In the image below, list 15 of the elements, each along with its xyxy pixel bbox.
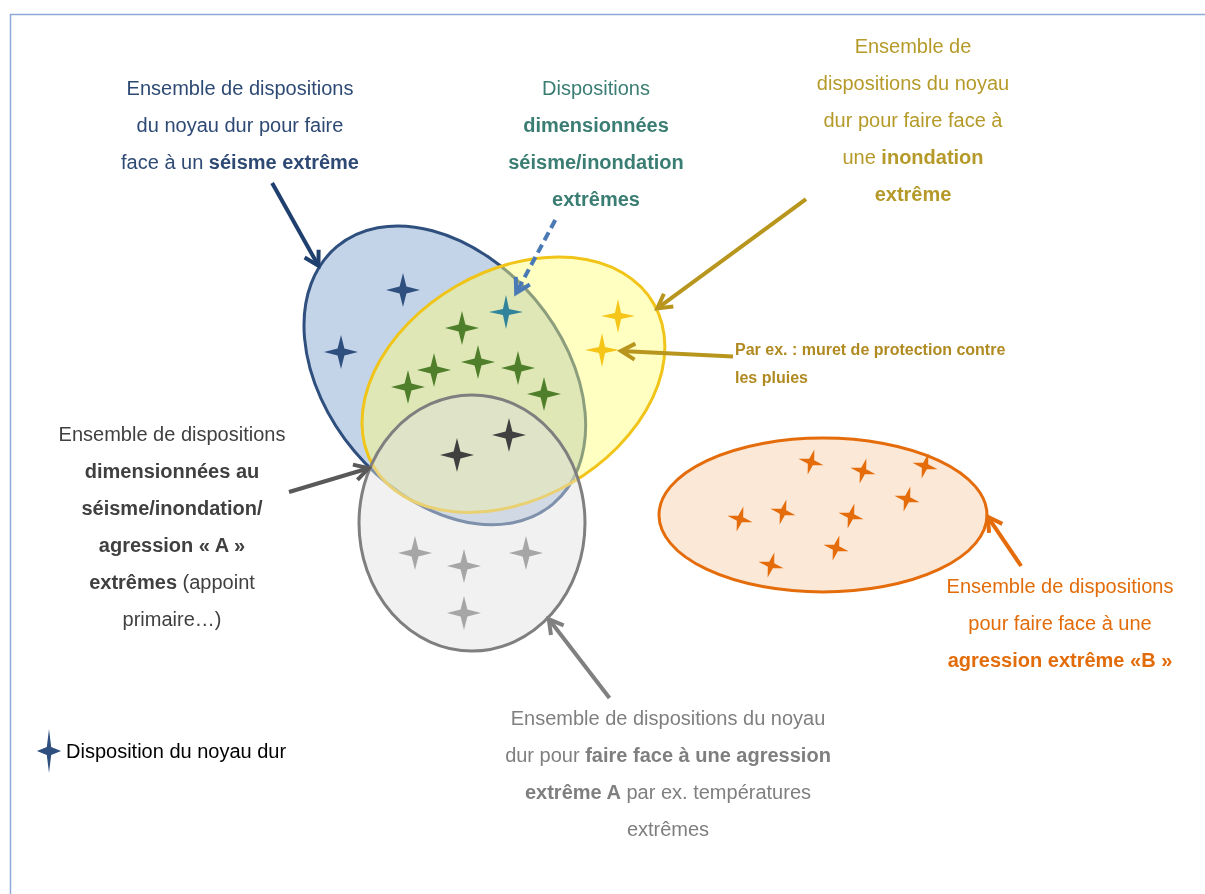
set-label: Ensemble de dispositions du noyau dur pour faire face à un séisme extrême [120,76,360,175]
arrow [619,341,734,362]
set-label: Ensemble de dispositions du noyau dur pour faire face à une inondation extrême [815,34,1011,207]
set-label: Dispositions dimensionnées séisme/inondation extrêmes [507,76,685,212]
legend-text: Disposition du noyau dur [66,739,287,763]
set-label: Par ex. : muret de protection contre les pluies [735,340,1007,388]
arrow [655,197,808,311]
dashed-arrow [513,219,558,295]
set-label: Ensemble de dispositions pour faire face à une agression extrême «B » [945,574,1175,673]
arrow [546,617,612,700]
arrow [288,462,371,494]
set-label: Ensemble de dispositions dimensionnées au séisme/inondation/ agression « A » extrêmes (appoint primaire…) [57,422,287,632]
set-label: Ensemble de dispositions du noyau dur pour faire face à une agression extrême A par ex. températures extrêmes [504,706,832,842]
arrow [270,182,321,268]
arrow [985,514,1023,568]
